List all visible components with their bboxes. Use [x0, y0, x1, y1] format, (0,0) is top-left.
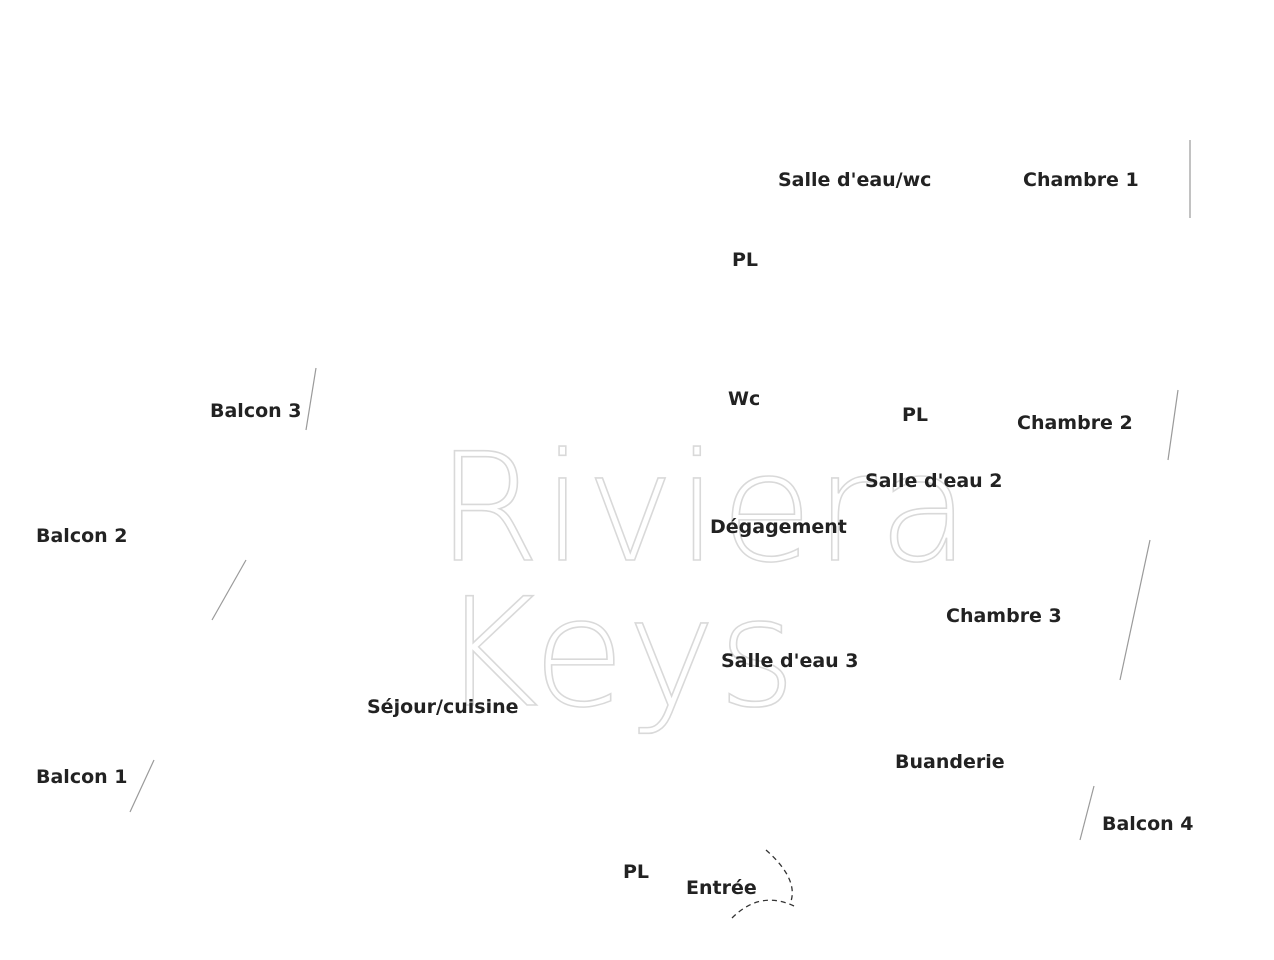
label-balcon-2: Balcon 2: [36, 525, 128, 547]
window-balcon2: [211, 559, 247, 621]
label-sejour-cuisine: Séjour/cuisine: [367, 696, 519, 718]
label-degagement: Dégagement: [710, 516, 847, 538]
window-balcon1: [129, 759, 155, 813]
windows: [129, 140, 1191, 841]
label-salle-eau-wc: Salle d'eau/wc: [778, 169, 931, 191]
window-chambre3: [1119, 539, 1151, 681]
label-chambre-2: Chambre 2: [1017, 412, 1133, 434]
watermark-line1: Riviera: [436, 422, 972, 596]
label-wc: Wc: [728, 388, 760, 410]
room-labels: Salle d'eau/wc Chambre 1 PL Wc Balcon 3 …: [36, 169, 1194, 899]
label-pl-bottom: PL: [623, 861, 649, 883]
label-entree: Entrée: [686, 877, 757, 899]
label-pl-mid: PL: [902, 404, 928, 426]
label-pl-top: PL: [732, 249, 758, 271]
label-chambre-1: Chambre 1: [1023, 169, 1139, 191]
label-balcon-4: Balcon 4: [1102, 813, 1194, 835]
label-balcon-3: Balcon 3: [210, 400, 302, 422]
window-balcon3: [305, 367, 317, 431]
window-chambre2: [1167, 389, 1179, 461]
watermark: Riviera Keys: [435, 421, 972, 742]
label-balcon-1: Balcon 1: [36, 766, 128, 788]
door-swing-lower: [731, 899, 795, 919]
window-balcon4: [1079, 785, 1095, 841]
label-salle-eau-2: Salle d'eau 2: [865, 470, 1003, 492]
door-entree: [731, 849, 795, 919]
watermark-line2: Keys: [440, 567, 798, 741]
label-buanderie: Buanderie: [895, 751, 1005, 773]
label-salle-eau-3: Salle d'eau 3: [721, 650, 859, 672]
door-swing-upper: [765, 849, 793, 905]
label-chambre-3: Chambre 3: [946, 605, 1062, 627]
